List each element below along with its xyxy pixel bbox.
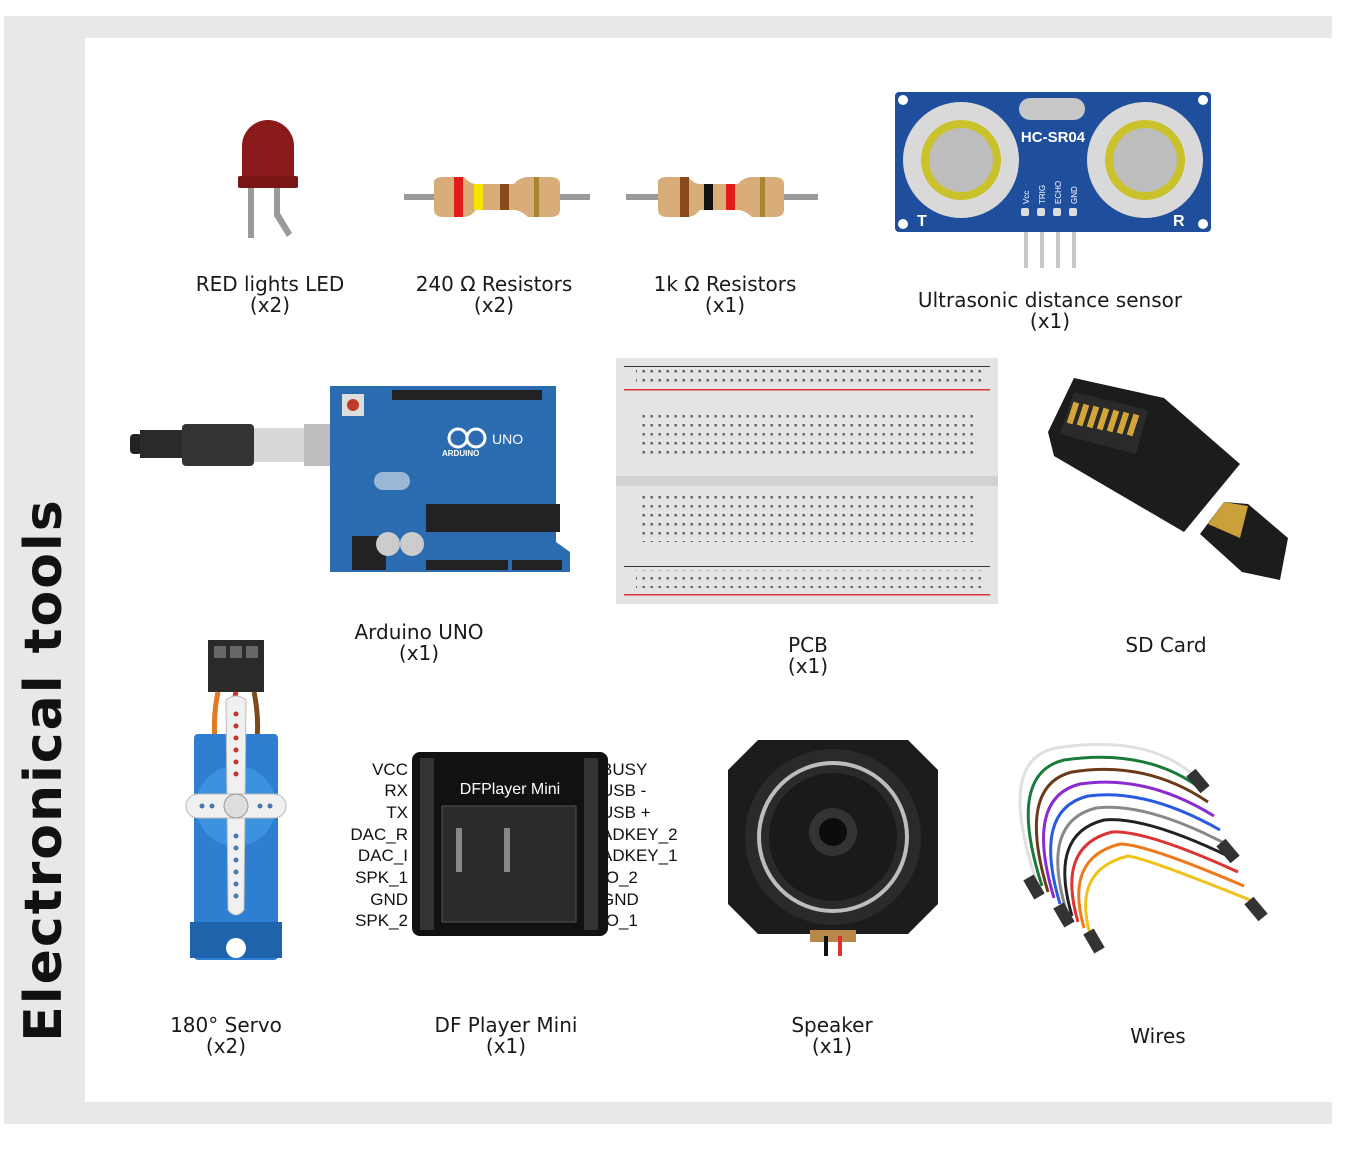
speaker-label: Speaker(x1) [791,1013,873,1058]
resistor-240-image [404,177,590,217]
dfplayer-pin-tx: TX [386,803,408,822]
sensor-pin-trig: TRIG [1038,185,1047,204]
arduino-logo-text: ARDUINO [442,449,479,458]
sensor-r-mark: R [1173,213,1185,230]
sensor-pin-echo: ECHO [1054,181,1063,204]
sensor-chip-label: HC-SR04 [1021,129,1086,146]
resistor-1k-image [626,177,818,217]
resistor-1k-label: 1k Ω Resistors(x1) [653,272,797,317]
dfplayer-pin-rx: RX [384,781,408,800]
dfplayer-pin-usb-minus: USB - [601,781,646,800]
jumper-wires-image [1018,742,1268,954]
dfplayer-board-title: DFPlayer Mini [460,781,560,798]
dfplayer-image: DFPlayer Mini VCC RX TX DAC_R DAC_I SPK_… [350,752,678,936]
led-label: RED lights LED(x2) [195,272,345,317]
arduino-label: Arduino UNO(x1) [354,620,484,665]
servo-label: 180° Servo(x2) [170,1013,282,1058]
resistor-240-label: 240 Ω Resistors(x2) [415,272,573,317]
dfplayer-label: DF Player Mini(x1) [434,1013,578,1058]
sensor-t-mark: T [917,213,927,230]
arduino-uno-image: ARDUINO UNO [130,386,570,572]
side-title: Electronical tools [14,498,74,1042]
pcb-label: PCB(x1) [787,633,829,678]
sensor-pin-gnd: GND [1070,186,1079,204]
dfplayer-pin-busy: BUSY [601,760,647,779]
sd-card-label: SD Card [1125,633,1207,657]
red-led-image [238,120,298,238]
dfplayer-pin-vcc: VCC [372,760,408,779]
ultrasonic-sensor-image: HC-SR04 Vcc TRIG ECHO GND T R [895,92,1211,268]
dfplayer-pin-adkey2: ADKEY_2 [601,825,678,844]
pcb-breadboard-image [616,358,998,604]
dfplayer-pin-gnd-left: GND [370,890,408,909]
arduino-model-text: UNO [492,431,523,447]
dfplayer-pin-io1: IO_1 [601,911,638,930]
dfplayer-pin-gnd-right: GND [601,890,639,909]
wires-label: Wires [1130,1024,1186,1048]
sensor-pin-vcc: Vcc [1022,191,1031,204]
servo-image [185,640,287,960]
sd-card-image [1048,378,1288,580]
dfplayer-pin-usb-plus: USB + [601,803,651,822]
dfplayer-pin-spk2: SPK_2 [355,911,408,930]
dfplayer-pin-adkey1: ADKEY_1 [601,846,678,865]
speaker-image [728,740,938,956]
dfplayer-pin-dac-i: DAC_I [358,846,408,865]
dfplayer-pin-io2: IO_2 [601,868,638,887]
ultrasonic-label: Ultrasonic distance sensor(x1) [917,288,1183,333]
dfplayer-pin-dac-r: DAC_R [350,825,408,844]
dfplayer-pin-spk1: SPK_1 [355,868,408,887]
